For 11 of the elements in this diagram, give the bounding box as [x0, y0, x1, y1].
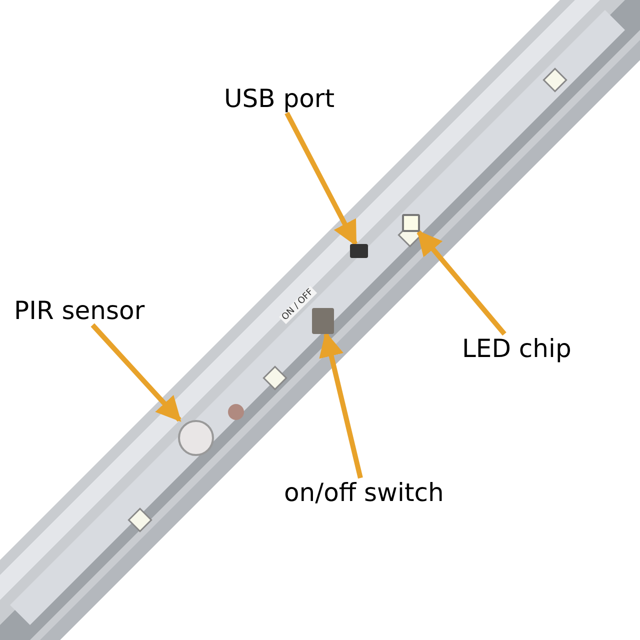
callout-label: USB port: [224, 84, 335, 113]
callout-label: LED chip: [462, 334, 572, 363]
led-chip: [402, 214, 420, 232]
leader-arrow: [284, 112, 358, 246]
leader-arrow: [319, 332, 363, 479]
callout-label: PIR sensor: [14, 296, 145, 325]
leader-arrow: [416, 230, 506, 336]
slide-switch: [312, 308, 334, 334]
callout-label: on/off switch: [284, 478, 444, 507]
leader-arrow: [90, 323, 182, 422]
usb-socket: [350, 244, 368, 258]
